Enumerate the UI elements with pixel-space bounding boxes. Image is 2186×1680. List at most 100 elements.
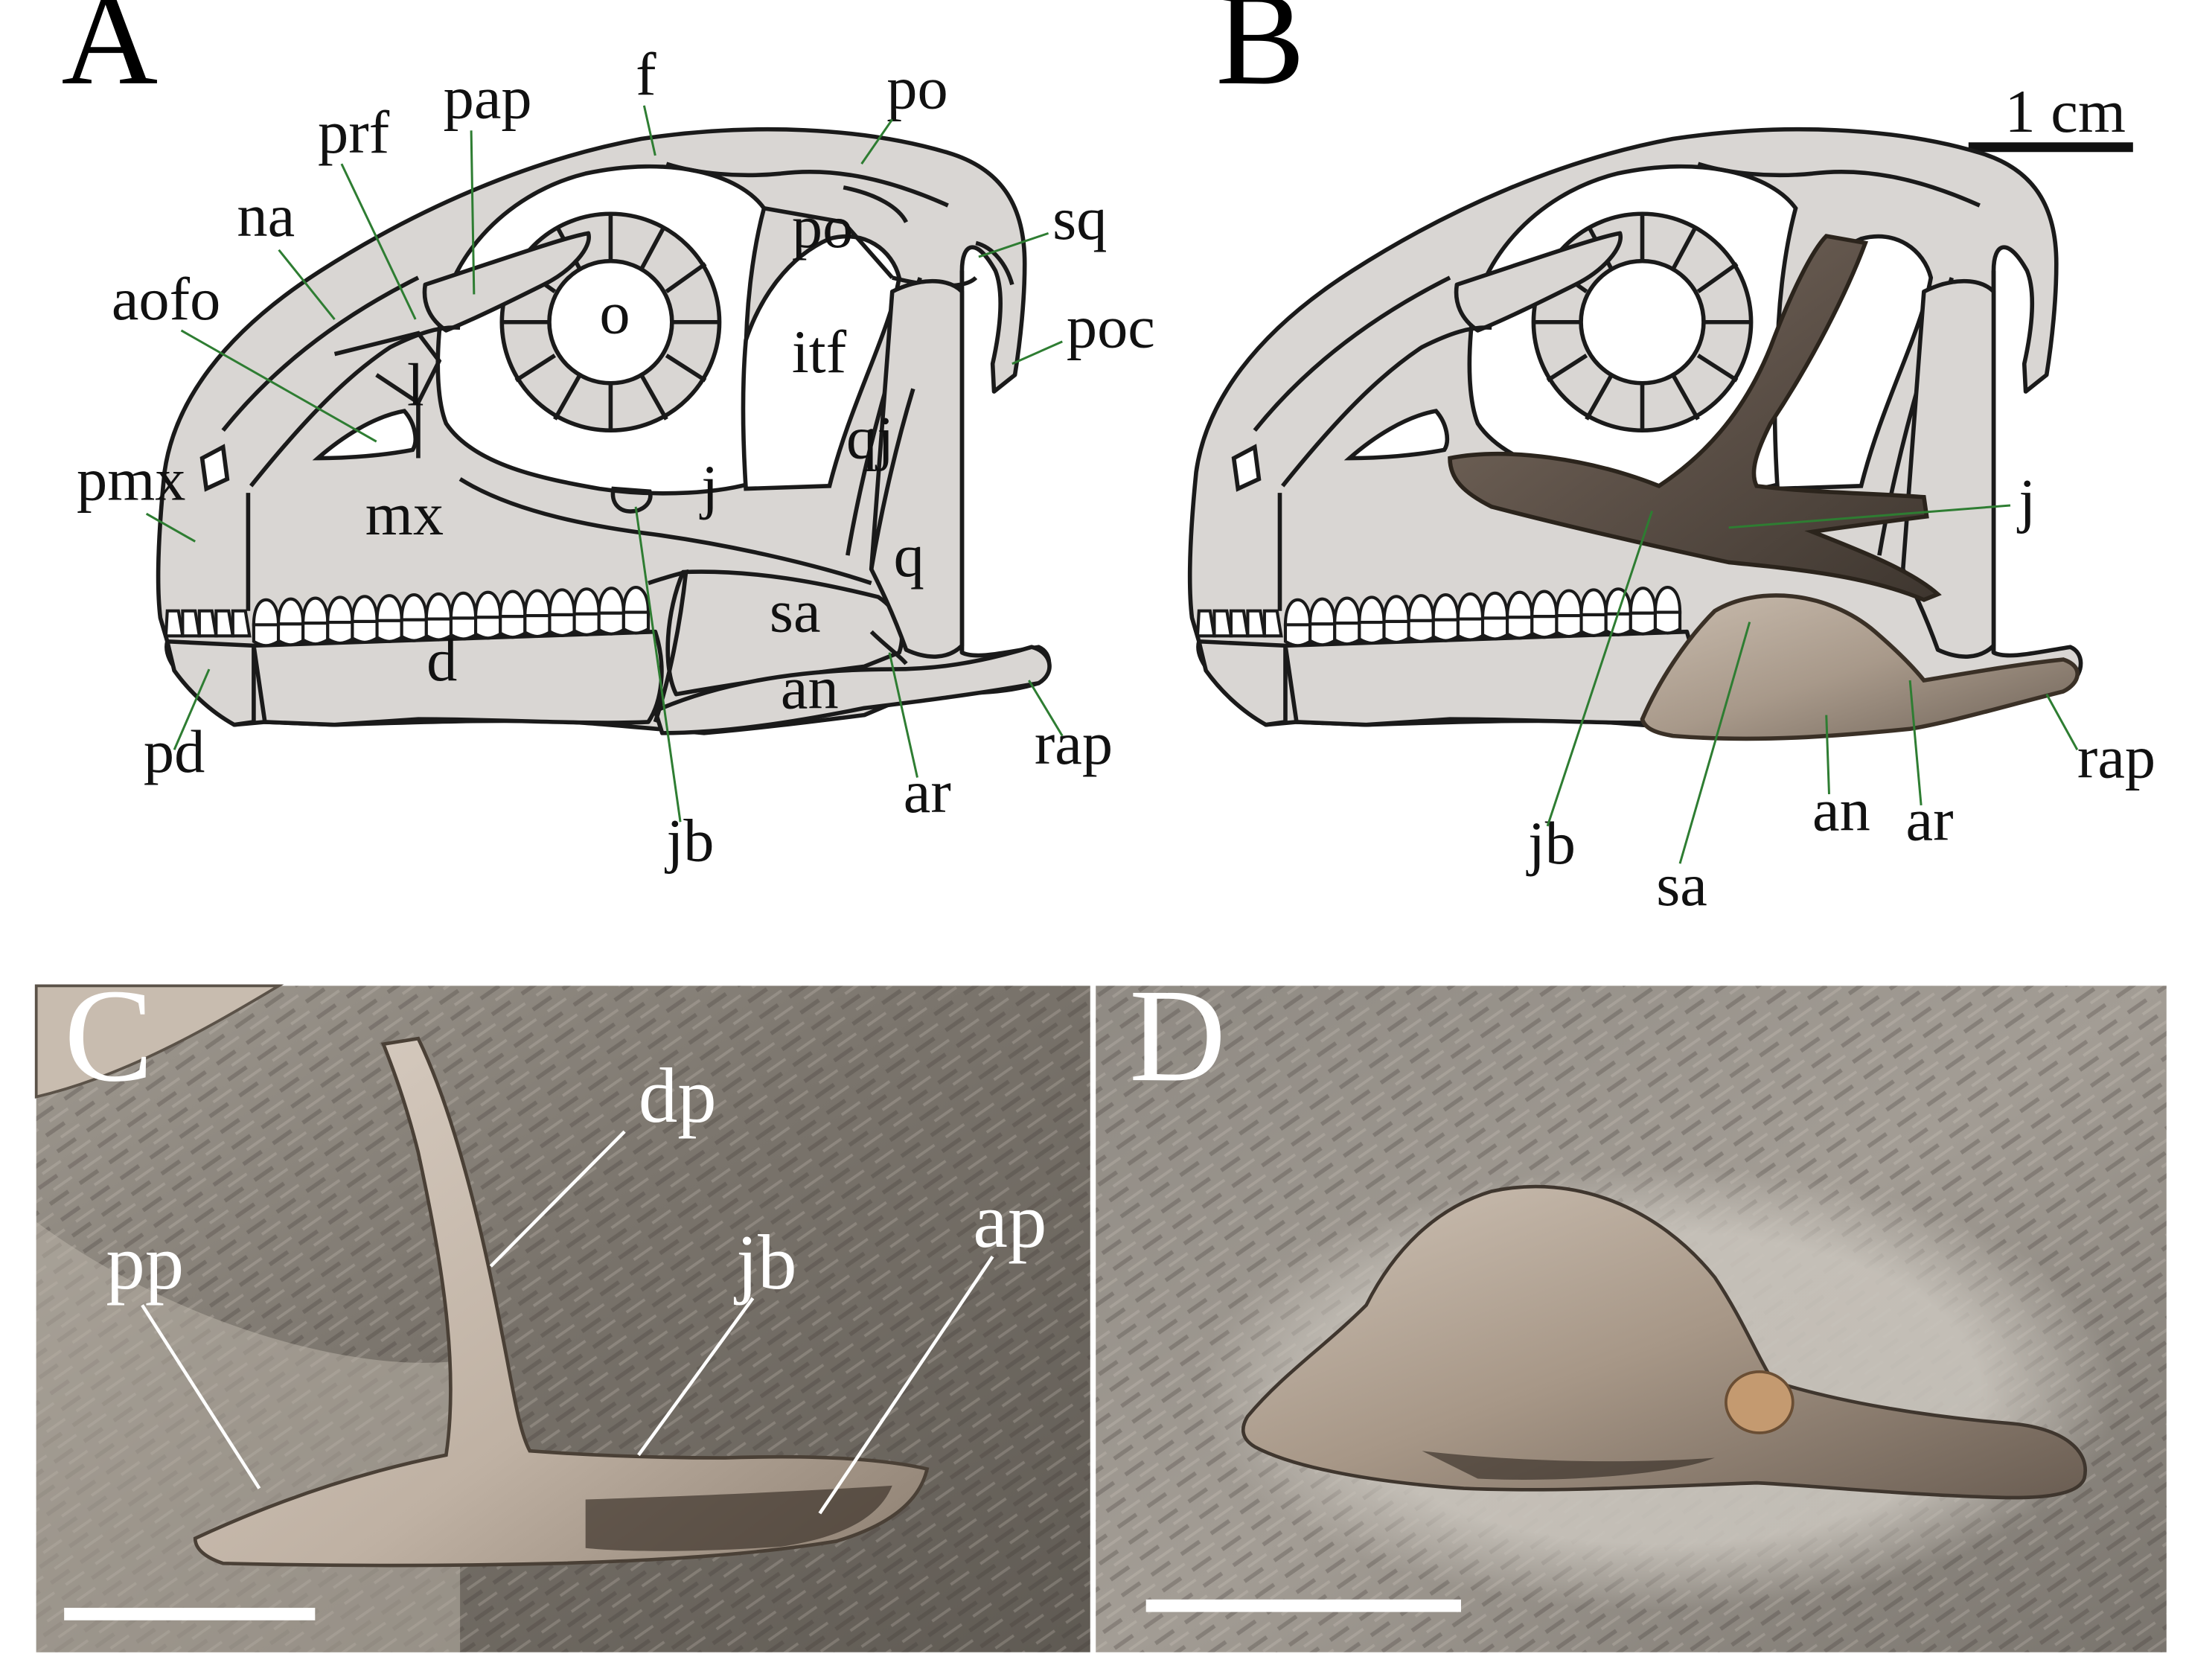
- tooth: [597, 587, 625, 615]
- tooth: [375, 619, 403, 643]
- label-q: q: [894, 522, 924, 590]
- tooth: [499, 590, 527, 619]
- panel-d: D: [1096, 962, 2167, 1652]
- tooth: [1480, 591, 1509, 620]
- panel-letter-c: C: [64, 962, 153, 1110]
- tooth: [375, 594, 403, 622]
- tooth: [449, 591, 478, 620]
- tooth: [1629, 587, 1658, 615]
- tooth: [1407, 594, 1435, 622]
- label-ar: ar: [904, 758, 951, 825]
- tooth: [1308, 597, 1337, 626]
- tooth: [572, 612, 601, 636]
- tooth: [1506, 616, 1534, 640]
- label-mx: mx: [365, 480, 444, 548]
- tooth: [1579, 613, 1608, 637]
- tooth: [326, 620, 354, 645]
- tooth: [1333, 622, 1361, 646]
- labels-b: j rap an ar jb sa: [1526, 467, 2155, 919]
- tooth: [621, 610, 651, 635]
- tooth: [1407, 619, 1435, 643]
- tooth: [621, 585, 651, 614]
- panel-c: C dp pp jb ap: [34, 962, 1090, 1652]
- label-b-an: an: [1812, 776, 1870, 844]
- tooth: [1629, 611, 1658, 636]
- label-itf: itf: [792, 318, 847, 386]
- skull-drawing-b: [1187, 127, 2083, 735]
- tooth: [1555, 614, 1583, 639]
- tooth: [326, 595, 354, 625]
- tooth: [1530, 615, 1559, 639]
- tooth: [1283, 623, 1312, 648]
- fossil-surangular-b: [1640, 593, 2080, 741]
- label-poc: poc: [1067, 293, 1155, 360]
- tooth: [548, 613, 576, 637]
- label-prf: prf: [318, 98, 390, 166]
- label-b-sa: sa: [1656, 851, 1707, 919]
- tooth: [1333, 596, 1361, 625]
- tooth: [1555, 589, 1583, 618]
- tooth: [1382, 619, 1410, 644]
- tooth: [1604, 612, 1632, 636]
- label-sq: sq: [1052, 185, 1107, 252]
- label-pd: pd: [144, 718, 205, 785]
- leader-lines-c: [141, 1130, 994, 1515]
- scale-bar-b: 1 cm: [1968, 77, 2133, 153]
- leader-lines-a: [145, 105, 1064, 823]
- tooth: [1431, 593, 1460, 622]
- tooth: [1283, 598, 1312, 627]
- tooth: [400, 618, 428, 642]
- tooth: [252, 598, 281, 627]
- tooth: [351, 619, 379, 644]
- labels-c: dp pp jb ap: [106, 1053, 1046, 1306]
- tooth: [424, 592, 453, 621]
- label-c-jb: jb: [733, 1219, 797, 1306]
- labels-a: f po pap prf na sq po aofo o itf poc l q…: [77, 40, 1155, 874]
- label-aofo: aofo: [112, 265, 220, 333]
- tooth: [1530, 590, 1559, 619]
- scale-bar-d: [1145, 1599, 1461, 1612]
- tooth: [276, 597, 305, 626]
- tooth: [474, 616, 502, 640]
- tooth: [400, 593, 428, 622]
- tooth: [474, 590, 502, 619]
- tooth: [1308, 622, 1337, 647]
- panel-letter-b: B: [1215, 0, 1305, 112]
- tooth: [301, 622, 330, 646]
- tooth: [597, 611, 625, 636]
- label-an: an: [781, 654, 839, 721]
- label-sa: sa: [770, 578, 821, 645]
- label-po-top: po: [886, 54, 947, 122]
- photo-c-jugal-shadow: [585, 1485, 892, 1551]
- panel-a: A: [61, 0, 1154, 874]
- label-d: d: [426, 626, 457, 694]
- tooth: [499, 615, 527, 639]
- label-c-pp: pp: [106, 1219, 184, 1306]
- tooth: [1456, 592, 1485, 621]
- panel-letter-d: D: [1129, 962, 1226, 1110]
- tooth: [276, 622, 305, 647]
- label-l: l: [407, 351, 424, 419]
- tooth: [572, 587, 601, 616]
- fossil-jugal-b: [1448, 234, 1942, 602]
- label-f: f: [636, 40, 656, 108]
- label-b-rap: rap: [2077, 724, 2155, 791]
- label-o: o: [599, 279, 630, 347]
- label-b-jb: jb: [1526, 809, 1576, 877]
- tooth: [523, 589, 552, 618]
- tooth: [523, 614, 552, 639]
- label-b-ar: ar: [1906, 786, 1954, 854]
- scale-bar-c: [64, 1608, 316, 1620]
- tooth: [548, 588, 576, 617]
- label-b-j: j: [2016, 467, 2036, 534]
- tooth: [301, 596, 330, 625]
- label-c-dp: dp: [639, 1053, 717, 1139]
- tooth: [1579, 588, 1608, 617]
- label-na: na: [237, 182, 295, 249]
- label-rap: rap: [1035, 709, 1113, 777]
- tooth: [1456, 617, 1485, 642]
- label-qj: qj: [846, 404, 894, 472]
- label-pap: pap: [444, 64, 532, 132]
- tooth: [1506, 590, 1534, 619]
